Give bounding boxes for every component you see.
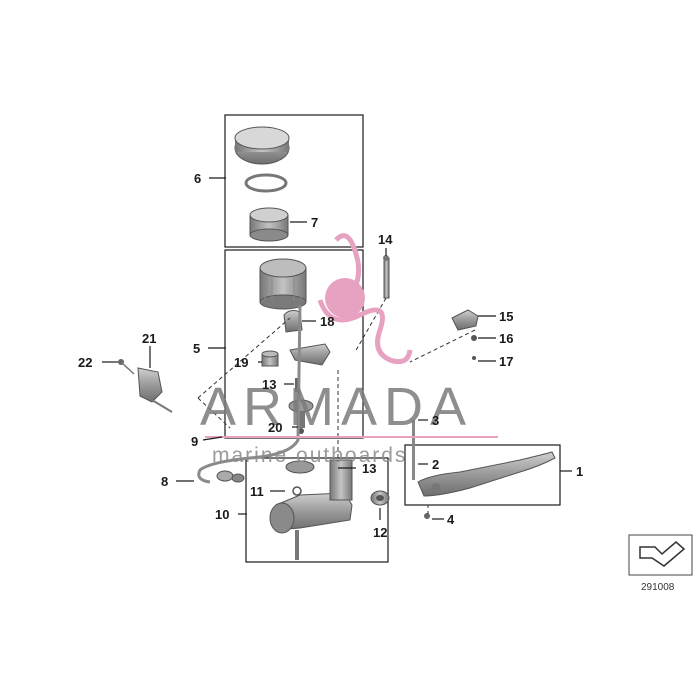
dashed-line	[354, 297, 387, 353]
callout-1: 1	[576, 464, 583, 479]
callout-22: 22	[78, 355, 92, 370]
callout-3: 3	[432, 413, 439, 428]
grommet-part	[261, 350, 279, 367]
callout-20: 20	[268, 420, 282, 435]
callout-2: 2	[432, 457, 439, 472]
screw-part-14	[383, 255, 390, 299]
callout-5: 5	[193, 341, 200, 356]
frame-lever	[404, 444, 561, 506]
clamp-part	[283, 310, 303, 333]
callout-9: 9	[191, 434, 198, 449]
callout-19: 19	[234, 355, 248, 370]
callout-7: 7	[311, 215, 318, 230]
cup-part	[288, 399, 314, 434]
dashed-line	[409, 329, 476, 363]
master-cylinder-part	[269, 459, 353, 560]
callout-11: 11	[250, 484, 264, 499]
banjo-part	[216, 470, 245, 483]
screw-part-upper	[295, 378, 299, 392]
bushing-part	[370, 490, 390, 506]
callout-21: 21	[142, 331, 156, 346]
reservoir-insert-part	[249, 207, 289, 242]
callout-16: 16	[499, 331, 513, 346]
callout-6: 6	[194, 171, 201, 186]
reference-number: 291008	[641, 582, 675, 593]
callout-10: 10	[215, 507, 229, 522]
frame-reservoir-cap	[224, 114, 364, 248]
mounting-bracket-part	[118, 359, 173, 413]
reservoir-cap-part	[234, 126, 290, 165]
reservoir-bracket-part	[289, 343, 331, 366]
callout-12: 12	[373, 525, 387, 540]
callout-15: 15	[499, 309, 513, 324]
gasket-ring-part	[244, 173, 288, 193]
watermark-logo	[317, 233, 413, 365]
callout-18: 18	[320, 314, 334, 329]
dashed-line	[197, 317, 291, 399]
reference-box: 291008	[628, 534, 693, 593]
switch-part	[451, 309, 479, 360]
watermark-brand: ARMADA	[200, 377, 473, 437]
frame-master-cylinder	[245, 457, 389, 563]
lever-part	[412, 420, 556, 519]
hose-part	[197, 304, 302, 484]
leader-lines	[102, 177, 572, 520]
callout-4: 4	[447, 512, 455, 527]
dashed-line	[197, 397, 231, 429]
callout-13-lower: 13	[362, 461, 376, 476]
callout-8: 8	[161, 474, 168, 489]
callout-14: 14	[378, 232, 393, 247]
callout-13-upper: 13	[262, 377, 276, 392]
arrow-icon	[639, 541, 686, 567]
callout-17: 17	[499, 354, 513, 369]
reservoir-body-part	[259, 258, 307, 310]
watermark-tagline: marine outboards	[212, 444, 407, 467]
